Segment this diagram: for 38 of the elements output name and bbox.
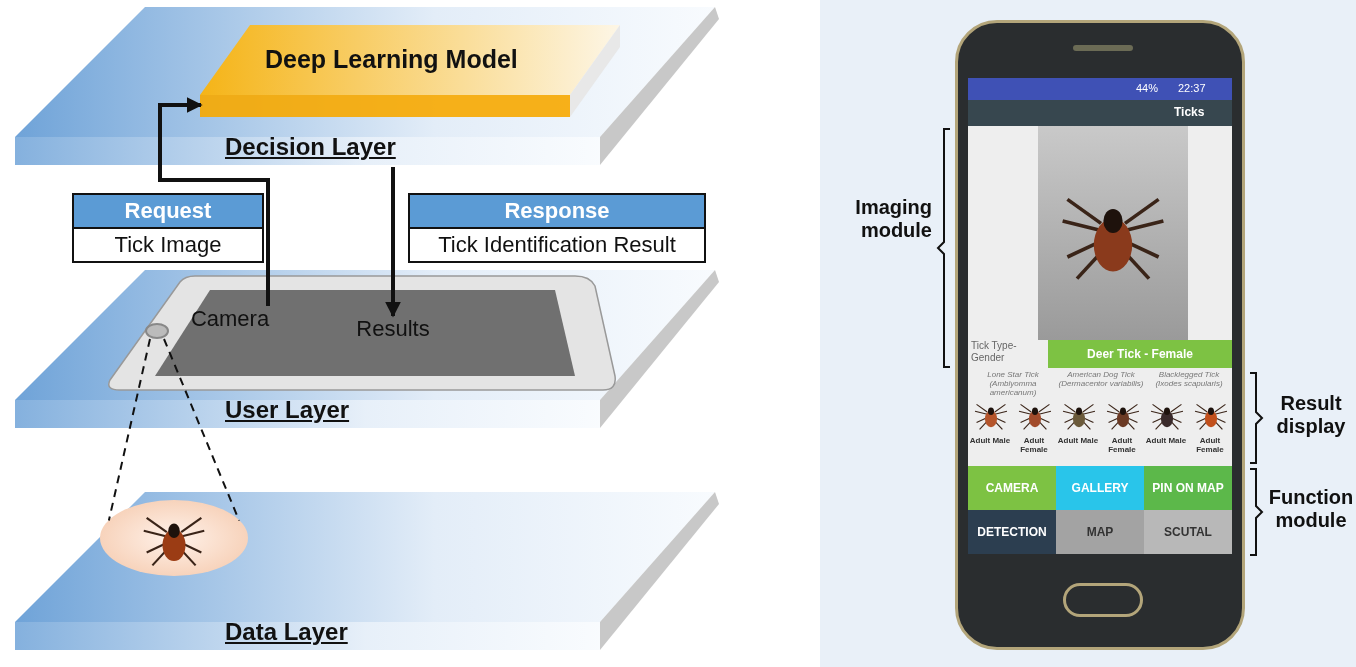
module-label: Imaging module — [854, 196, 932, 242]
camera-button: CAMERA — [968, 466, 1056, 510]
screen-title: Ticks — [1174, 106, 1206, 120]
layer-title: Decision Layer — [225, 133, 396, 161]
field-label: Tick Type-Gender — [971, 340, 1018, 363]
box-heading: Request — [74, 195, 262, 229]
tick-caption: Adult Female — [1107, 436, 1137, 455]
box-text: Tick Image — [113, 231, 223, 259]
clock-time: 22:37 — [1178, 82, 1207, 95]
screen-label: Results — [343, 316, 443, 342]
tick-caption: Adult Female — [1195, 436, 1225, 455]
map-button: MAP — [1056, 510, 1144, 554]
pin-button: PIN ON MAP — [1144, 466, 1232, 510]
dashed-line — [163, 338, 241, 522]
battery-level: 44% — [1136, 82, 1160, 95]
arrow — [158, 97, 270, 306]
layer-title: Data Layer — [225, 618, 348, 646]
detection-button: DETECTION — [968, 510, 1056, 554]
box-heading: Response — [410, 195, 704, 229]
species-name: Lone Star Tick (Amblyomma americanum) — [986, 370, 1040, 398]
tick-caption: Adult Male — [1144, 436, 1188, 446]
message-box — [408, 193, 706, 263]
screen-label: Camera — [180, 306, 280, 332]
module-label: Result display — [1275, 392, 1347, 438]
tick-caption: Adult Male — [1056, 436, 1100, 446]
slab-title: Deep Learning Model — [265, 45, 518, 74]
gallery-button: GALLERY — [1056, 466, 1144, 510]
box-text: Tick Identification Result — [437, 231, 677, 259]
species-name: Blacklegged Tick (Ixodes scapularis) — [1154, 370, 1224, 389]
dashed-line — [107, 338, 151, 522]
tick-caption: Adult Male — [968, 436, 1012, 446]
module-label: Function module — [1267, 486, 1355, 532]
scutal-button: SCUTAL — [1144, 510, 1232, 554]
message-box — [72, 193, 264, 263]
arrow — [385, 167, 401, 318]
highlight-bar: Deer Tick - Female — [1048, 340, 1232, 368]
layer-title: User Layer — [225, 396, 350, 424]
tick-caption: Adult Female — [1019, 436, 1049, 455]
